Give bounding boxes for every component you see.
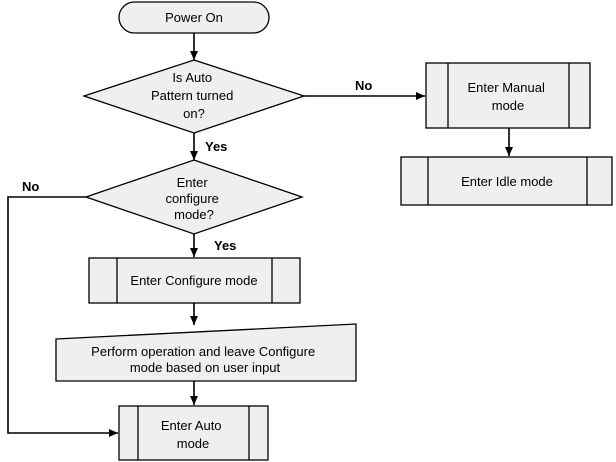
manual-mode-process: Enter Manual mode	[425, 62, 591, 129]
perform-operation-label: Perform operation and leave Configure mo…	[91, 344, 319, 375]
configure-decision-label: Enter configure mode?	[165, 175, 222, 222]
power-on-label: Power On	[165, 10, 223, 25]
auto-mode-label: Enter Auto mode	[161, 418, 225, 451]
auto-pattern-decision: Is Auto Pattern turned on?	[81, 59, 307, 134]
idle-mode-process: Enter Idle mode	[400, 156, 613, 206]
edge-label-configure-yes: Yes	[214, 238, 236, 253]
auto-pattern-decision-label: Is Auto Pattern turned on?	[151, 70, 237, 121]
configure-mode-label: Enter Configure mode	[130, 273, 257, 288]
edge-label-auto-yes: Yes	[205, 139, 227, 154]
configure-mode-process: Enter Configure mode	[88, 257, 301, 304]
idle-mode-label: Enter Idle mode	[461, 174, 553, 189]
manual-mode-label: Enter Manual mode	[468, 80, 549, 113]
perform-operation-input: Perform operation and leave Configure mo…	[55, 323, 357, 382]
connectors	[7, 33, 513, 437]
configure-decision: Enter configure mode?	[83, 159, 305, 235]
power-on-terminator: Power On	[118, 1, 270, 34]
edge-label-configure-no: No	[22, 179, 39, 194]
edge-configure-no-to-auto-mode	[7, 196, 118, 437]
auto-mode-process: Enter Auto mode	[118, 405, 269, 461]
edge-label-auto-no: No	[355, 78, 372, 93]
